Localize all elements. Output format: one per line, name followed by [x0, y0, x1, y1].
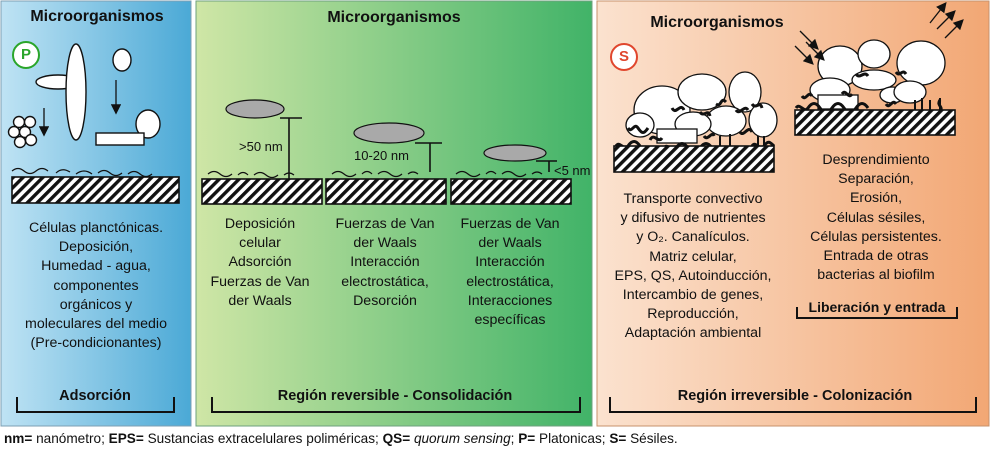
channel-strands-a	[719, 134, 765, 146]
distance-bar-10-20nm	[415, 142, 442, 172]
legend-p-key: P=	[518, 431, 536, 446]
legend-eps-key: EPS=	[108, 431, 144, 446]
conditioning-film-2b	[331, 170, 419, 178]
planktonic-cells	[7, 43, 161, 149]
legend-s-value: Sésiles.	[626, 431, 678, 446]
sub-footer-liberacion: Liberación y entrada	[808, 299, 946, 315]
planktonic-badge: P	[12, 41, 40, 69]
conditioning-film-1	[11, 167, 153, 178]
legend: nm= nanómetro; EPS= Sustancias extracelu…	[4, 431, 678, 446]
irreversible-col-2: Desprendimiento Separación, Erosión, Cél…	[810, 152, 942, 284]
panel-reversible	[195, 0, 593, 427]
channel-strands-b	[914, 98, 941, 110]
cell-far	[225, 99, 285, 119]
reversible-bracket	[211, 397, 581, 413]
legend-p-value: Platonicas;	[535, 431, 610, 446]
irreversible-col-1: Transporte convectivo y difusivo de nutr…	[614, 191, 772, 342]
sessile-badge: S	[610, 43, 638, 71]
cell-near	[483, 144, 547, 162]
legend-qs-value: quorum sensing	[413, 431, 511, 446]
legend-nm-value: nanómetro;	[32, 431, 109, 446]
conditioning-film-2c	[455, 170, 543, 178]
entry-arrows	[794, 30, 825, 65]
eps-matrix-b	[794, 70, 943, 114]
substrate-3b	[794, 109, 956, 136]
legend-eps-value: Sustancias extracelulares poliméricas;	[143, 431, 383, 446]
footer-adsorcion: Adsorción	[59, 388, 131, 404]
substrate-2a	[201, 178, 323, 205]
panel-title-reversible: Microorganismos	[327, 9, 461, 26]
distance-label-near: <5 nm	[554, 163, 591, 178]
footer-irreversible: Región irreversible - Colonización	[677, 388, 913, 404]
panel-title-irreversible: Microorganismos	[650, 14, 784, 31]
biofilm-dispersal	[809, 39, 946, 110]
distance-label-mid: 10-20 nm	[354, 148, 409, 163]
substrate-3a	[613, 145, 775, 173]
substrate-1	[11, 176, 180, 204]
substrate-2c	[450, 178, 572, 205]
release-arrows	[929, 1, 964, 39]
liberacion-bracket	[796, 307, 958, 319]
cell-mid	[353, 122, 425, 144]
panel-planktonic	[0, 0, 192, 427]
distance-bar-50nm	[280, 117, 302, 182]
planktonic-description: Células planctónicas. Deposición, Humeda…	[25, 220, 167, 352]
irreversible-bracket	[609, 397, 977, 413]
legend-s-key: S=	[609, 431, 627, 446]
adsorcion-bracket	[16, 397, 175, 413]
reversible-col-3: Fuerzas de Van der Waals Interacción ele…	[460, 216, 560, 329]
reversible-col-1: Deposición celular Adsorción Fuerzas de …	[210, 216, 310, 309]
legend-qs-separator: ;	[510, 431, 519, 446]
distance-bar-5nm	[536, 160, 557, 172]
panel-title-planktonic: Microorganismos	[30, 8, 164, 25]
distance-label-far: >50 nm	[239, 139, 283, 154]
substrate-2b	[325, 178, 447, 205]
reversible-col-2: Fuerzas de Van der Waals Interacción ele…	[335, 216, 435, 309]
biofilm-mature	[625, 71, 778, 144]
conditioning-film-2a	[207, 170, 295, 179]
footer-reversible: Región reversible - Consolidación	[277, 388, 513, 404]
legend-qs-key: QS=	[382, 431, 411, 446]
deposition-arrows	[38, 80, 122, 137]
legend-nm-key: nm=	[4, 431, 33, 446]
